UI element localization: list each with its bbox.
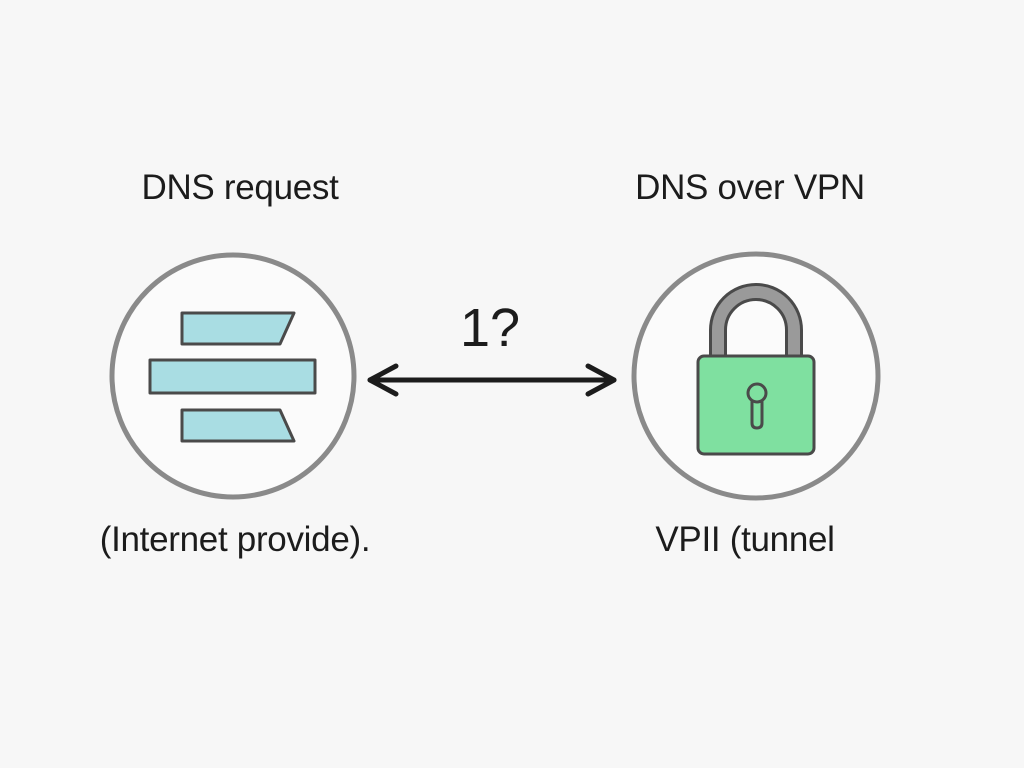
arrow-head-right [585, 363, 617, 397]
vpn-tunnel-caption: VPII (tunnel [655, 520, 835, 559]
arrow-head-left [367, 363, 399, 397]
padlock-shackle [712, 286, 800, 362]
left-node [109, 252, 357, 500]
keyhole-icon [746, 382, 768, 430]
server-stack-top-bar [180, 311, 296, 346]
right-node [631, 251, 881, 501]
internet-provider-caption: (Internet provide). [99, 520, 371, 559]
connector-label: 1? [459, 298, 521, 358]
padlock-icon [696, 283, 816, 456]
server-stack-icon [148, 311, 317, 443]
dns-request-title: DNS request [141, 168, 339, 207]
padlock-body [696, 354, 816, 456]
dns-over-vpn-title: DNS over VPN [635, 168, 865, 207]
bidirectional-arrow [367, 363, 617, 397]
server-stack-bottom-bar [180, 408, 296, 443]
server-stack-middle-bar [148, 358, 317, 395]
